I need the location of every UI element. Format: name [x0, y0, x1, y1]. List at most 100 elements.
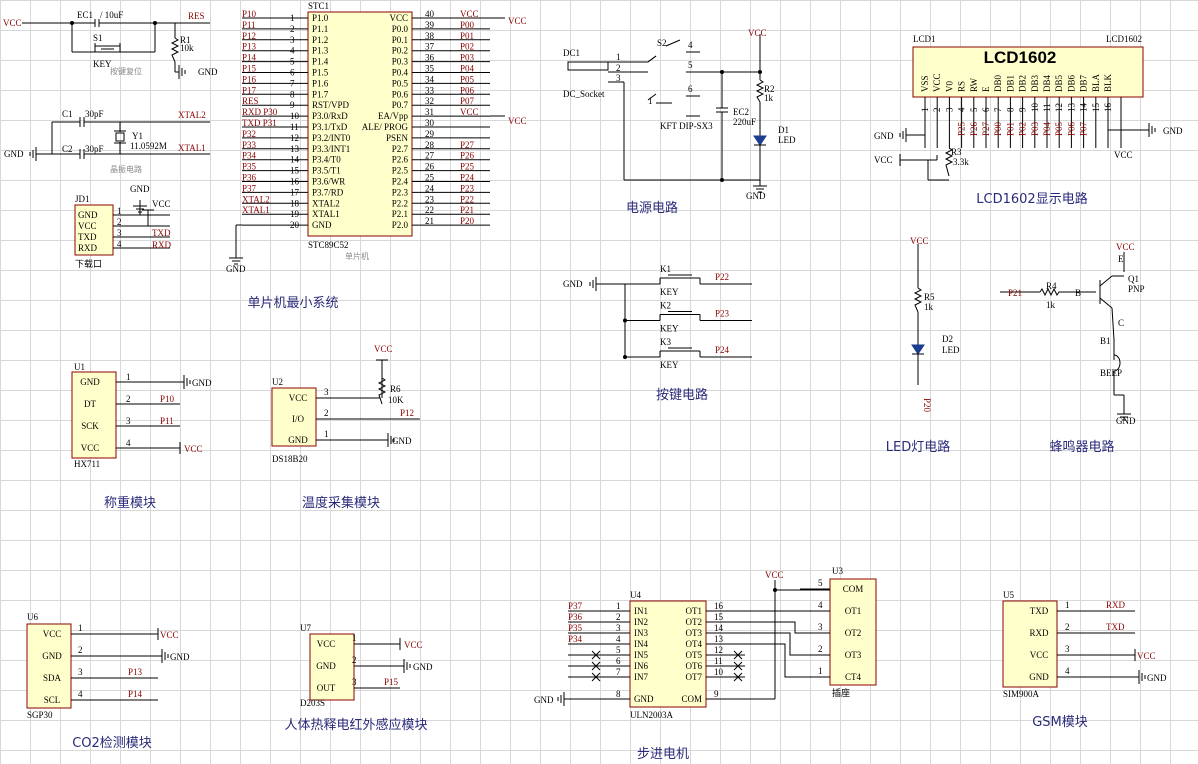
mcu-net-right: P00 — [460, 20, 475, 30]
mcu-pin-name: P1.2 — [312, 35, 328, 45]
sgp30-vcc: VCC — [160, 630, 179, 640]
mcu-net-right: P21 — [460, 205, 474, 215]
sim900-pin-num: 2 — [1065, 622, 1070, 632]
uln-pin-name: IN1 — [634, 606, 648, 616]
mcu-pin-num: 8 — [290, 89, 295, 99]
mcu-pin-name: P2.7 — [392, 144, 409, 154]
q1-e: E — [1118, 254, 1124, 264]
mcu-pin-num: 38 — [425, 31, 435, 41]
reset-caption: 按键复位 — [110, 66, 142, 76]
sgp30-pin-num: 4 — [78, 689, 83, 699]
uln-pin-num: 16 — [714, 601, 724, 611]
led-vcc: VCC — [910, 236, 929, 246]
lcd-pin-num: 2 — [932, 108, 942, 113]
mcu-pin-num: 29 — [425, 129, 435, 139]
mcu-vcc-net: VCC — [508, 16, 527, 26]
sim900-pin-name: GND — [1029, 672, 1049, 682]
mcu-pin-name: P1.0 — [312, 13, 329, 23]
mcu-pin-num: 10 — [290, 111, 300, 121]
wire — [647, 93, 657, 101]
sgp30-pin-name: VCC — [43, 629, 62, 639]
c2-value: 30pF — [85, 144, 104, 154]
lcd-pin-num: 5 — [969, 107, 979, 112]
jd1-pin-num: 4 — [117, 239, 122, 249]
motor-pin-num: 2 — [818, 644, 823, 654]
lcd-part: LCD1602 — [1106, 34, 1142, 44]
mcu-pin-name: P0.7 — [392, 100, 409, 110]
mcu-net-right: VCC — [460, 107, 479, 117]
hx711-net: P10 — [160, 394, 175, 404]
sim900-pin-num: 3 — [1065, 644, 1070, 654]
mcu-net-right: P22 — [460, 194, 474, 204]
mcu-pin-num: 13 — [290, 144, 300, 154]
lcd-pin-num: 11 — [1042, 103, 1052, 112]
crystal-caption: 晶振电路 — [110, 164, 142, 174]
label: 2 — [616, 63, 621, 73]
wire — [745, 621, 830, 634]
mcu-net-right: P06 — [460, 85, 475, 95]
mcu-pin-num: 31 — [425, 107, 434, 117]
jd1-pin-num: 2 — [117, 217, 122, 227]
label: 1 — [616, 52, 621, 62]
lcd-net: P26 — [969, 121, 979, 136]
lcd-pin-name: E — [981, 86, 991, 92]
lcd-net: P05 — [1054, 121, 1064, 136]
ds18b20-pin-num: 3 — [324, 387, 329, 397]
uln-net: P34 — [568, 634, 583, 644]
wire — [733, 650, 743, 660]
r6-value: 10K — [388, 395, 404, 405]
uln-pin-num: 3 — [616, 623, 621, 633]
mcu-pin-name: P0.4 — [392, 68, 409, 78]
sim900-gnd: GND — [1147, 673, 1167, 683]
ec2-value: 220uF — [733, 117, 756, 127]
mcu-net-right: P25 — [460, 162, 475, 172]
ds18b20-ref: U2 — [272, 377, 283, 387]
motor-pin-num: 4 — [818, 600, 823, 610]
key-net: P23 — [715, 309, 730, 319]
d203s-ref: U7 — [300, 623, 311, 633]
mcu-net-right: VCC — [460, 9, 479, 19]
uln-pin-num: 9 — [714, 689, 719, 699]
key-type: KEY — [660, 287, 679, 297]
uln-pin-num: 5 — [616, 645, 621, 655]
motor-pin-num: 5 — [818, 578, 823, 588]
lcd-ref: LCD1 — [913, 34, 936, 44]
uln-net: P35 — [568, 623, 583, 633]
wire — [591, 650, 601, 660]
mcu-pin-name: P3.7/RD — [312, 187, 344, 197]
mcu-pin-num: 30 — [425, 118, 435, 128]
label: 3 — [616, 73, 621, 83]
pir-title: 人体热释电红外感应模块 — [284, 717, 427, 733]
sim900-pin-name: TXD — [1030, 606, 1049, 616]
mcu-pin-num: 4 — [290, 46, 295, 56]
lcd-pin-name: RS — [957, 81, 967, 92]
r2-label: R2 — [764, 84, 775, 94]
lcd-title: LCD1602 — [984, 48, 1057, 67]
uln-pin-num: 8 — [616, 689, 621, 699]
label: 6 — [688, 84, 693, 94]
q1-label: Q1 — [1128, 274, 1139, 284]
sim900-body — [1002, 600, 1058, 688]
mcu-pin-name: P2.3 — [392, 187, 409, 197]
q1-base: B — [1075, 288, 1081, 298]
mcu-pin-num: 16 — [290, 177, 300, 187]
reset-vcc-label: VCC — [3, 18, 22, 28]
hx711-vcc: VCC — [184, 444, 203, 454]
lcd-pin-num: 12 — [1054, 103, 1064, 112]
q1-c: C — [1118, 318, 1124, 328]
mcu-pin-name: P0.1 — [392, 35, 408, 45]
mcu-pin-num: 9 — [290, 100, 295, 110]
r4-label: R4 — [1046, 281, 1057, 291]
junction-dot — [623, 318, 627, 323]
mcu-pin-name: P2.4 — [392, 177, 409, 187]
d203s-pin-name: OUT — [317, 683, 336, 693]
b1-label: B1 — [1100, 336, 1111, 346]
lcd-net: P03 — [1030, 121, 1040, 136]
lcd-net: P06 — [1066, 121, 1076, 136]
sim900-net: RXD — [1106, 600, 1126, 610]
motor-pin-num: 1 — [818, 666, 823, 676]
mcu-pin-num: 34 — [425, 74, 435, 84]
y1-label: Y1 — [132, 131, 143, 141]
uln-pin-name: IN2 — [634, 617, 648, 627]
mcu-net-right: P01 — [460, 31, 474, 41]
